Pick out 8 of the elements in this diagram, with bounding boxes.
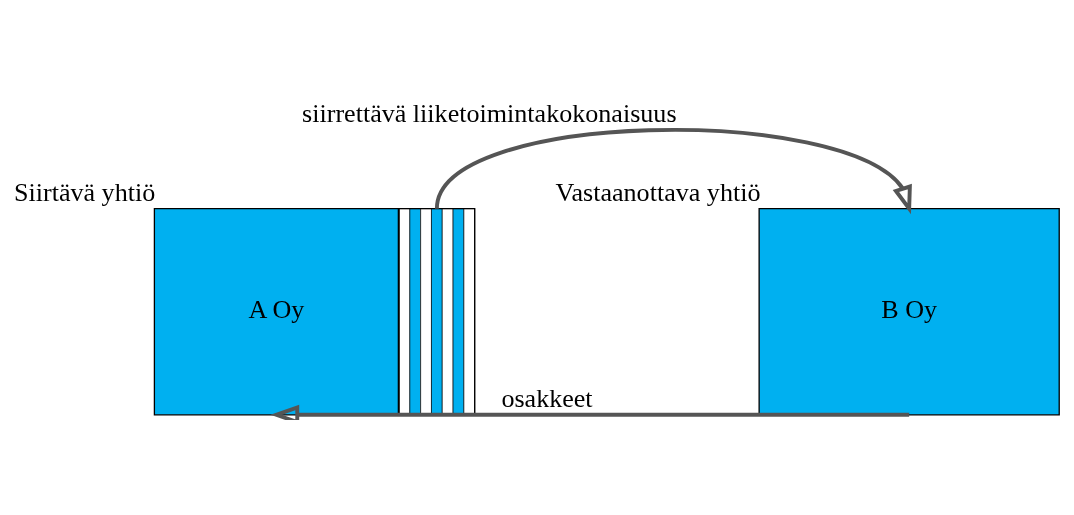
node-box: B Oy xyxy=(758,207,1060,415)
arrow xyxy=(435,127,912,214)
node-label: Siirtävä yhtiö xyxy=(13,177,156,207)
edge-label: siirrettävä liiketoimintakokonaisuus xyxy=(302,98,677,128)
node-label: Vastaanottava yhtiö xyxy=(555,177,761,207)
node-box: A Oy xyxy=(153,207,399,415)
arrow xyxy=(270,404,910,420)
edge-label: osakkeet xyxy=(501,383,593,413)
